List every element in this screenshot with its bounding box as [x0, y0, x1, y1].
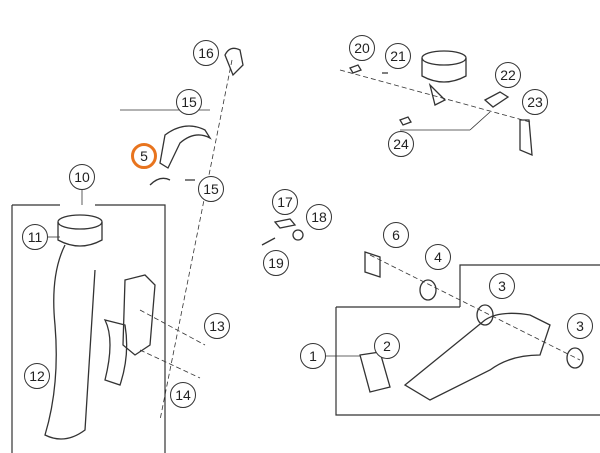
- callout-24[interactable]: 24: [388, 131, 414, 157]
- callout-21[interactable]: 21: [385, 43, 411, 69]
- callout-3-left[interactable]: 3: [489, 273, 515, 299]
- lever-1-6: [359, 251, 584, 401]
- callout-23[interactable]: 23: [522, 89, 548, 115]
- callout-15-top[interactable]: 15: [176, 89, 202, 115]
- callout-11[interactable]: 11: [22, 224, 48, 250]
- reservoir-20-24: [349, 50, 533, 157]
- callout-22[interactable]: 22: [495, 62, 521, 88]
- callout-19[interactable]: 19: [263, 250, 289, 276]
- callout-18[interactable]: 18: [306, 204, 332, 230]
- callout-10[interactable]: 10: [69, 164, 95, 190]
- pin-17-19: [261, 218, 304, 246]
- reservoir-11: [44, 214, 103, 440]
- master-cylinder-13: [103, 274, 156, 386]
- callout-3-right[interactable]: 3: [567, 313, 593, 339]
- callout-6[interactable]: 6: [383, 222, 409, 248]
- callout-1[interactable]: 1: [300, 343, 326, 369]
- hose-5: [149, 125, 212, 186]
- callout-5-highlighted[interactable]: 5: [131, 143, 157, 169]
- banjo-16: [224, 47, 244, 77]
- group-box-master-cylinder: [95, 204, 166, 453]
- group-box-lever: [335, 307, 600, 416]
- callout-15-bottom[interactable]: 15: [198, 176, 224, 202]
- callout-2[interactable]: 2: [374, 333, 400, 359]
- callout-12[interactable]: 12: [24, 363, 50, 389]
- callout-20[interactable]: 20: [349, 35, 375, 61]
- callout-13[interactable]: 13: [204, 313, 230, 339]
- callout-16[interactable]: 16: [193, 40, 219, 66]
- callout-4[interactable]: 4: [425, 244, 451, 270]
- callout-14[interactable]: 14: [170, 382, 196, 408]
- callout-17[interactable]: 17: [272, 189, 298, 215]
